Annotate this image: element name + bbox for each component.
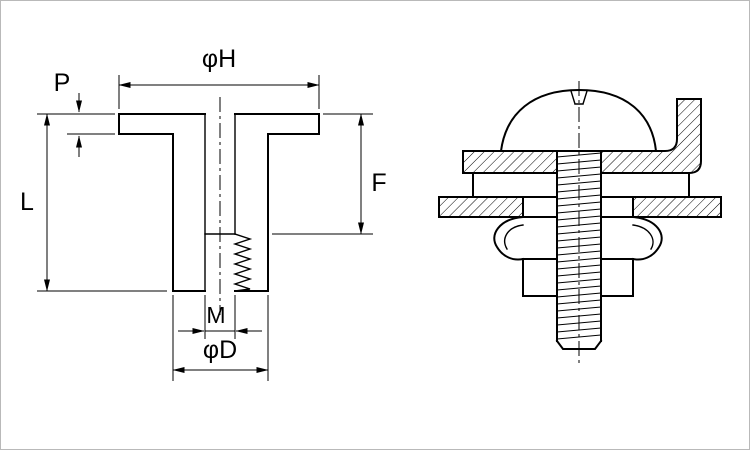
bulge-fold-right: [632, 224, 654, 250]
internal-thread-zigzag: [232, 233, 253, 292]
phillips-slot: [570, 90, 588, 105]
label-phi-d: φD: [203, 336, 237, 364]
dimension-p: P: [54, 69, 115, 157]
nut-body-lines: [522, 258, 634, 297]
assembly-view: [438, 81, 722, 367]
nut-bulge: [493, 215, 663, 261]
panel-left-section: [438, 196, 524, 218]
bulge-left: [493, 215, 525, 261]
label-phi-h: φH: [202, 45, 236, 73]
label-l: L: [20, 188, 34, 216]
label-f: F: [371, 169, 386, 197]
dimension-l: L: [20, 113, 167, 292]
nut-flange-left-section: [472, 172, 558, 198]
shaft-outline: [556, 150, 602, 342]
nut-flange-right-section: [600, 172, 690, 198]
label-m: M: [206, 302, 225, 328]
dimension-f: F: [272, 113, 387, 235]
panel-right-section: [632, 196, 722, 218]
bracket-left-section: [462, 150, 558, 174]
dimension-phi-d: φD: [172, 295, 269, 381]
bulge-right: [631, 215, 663, 261]
cross-section-view: φH P L F M: [20, 45, 387, 381]
bracket-right-section: [600, 98, 702, 174]
bulge-edges: [522, 216, 634, 260]
bulge-fold-left: [504, 224, 524, 250]
nut-body-outline: [118, 113, 320, 292]
dimension-m: M: [178, 295, 262, 339]
dimension-phi-h: φH: [118, 45, 320, 109]
bore-lines: [204, 113, 236, 292]
label-p: P: [54, 69, 71, 97]
